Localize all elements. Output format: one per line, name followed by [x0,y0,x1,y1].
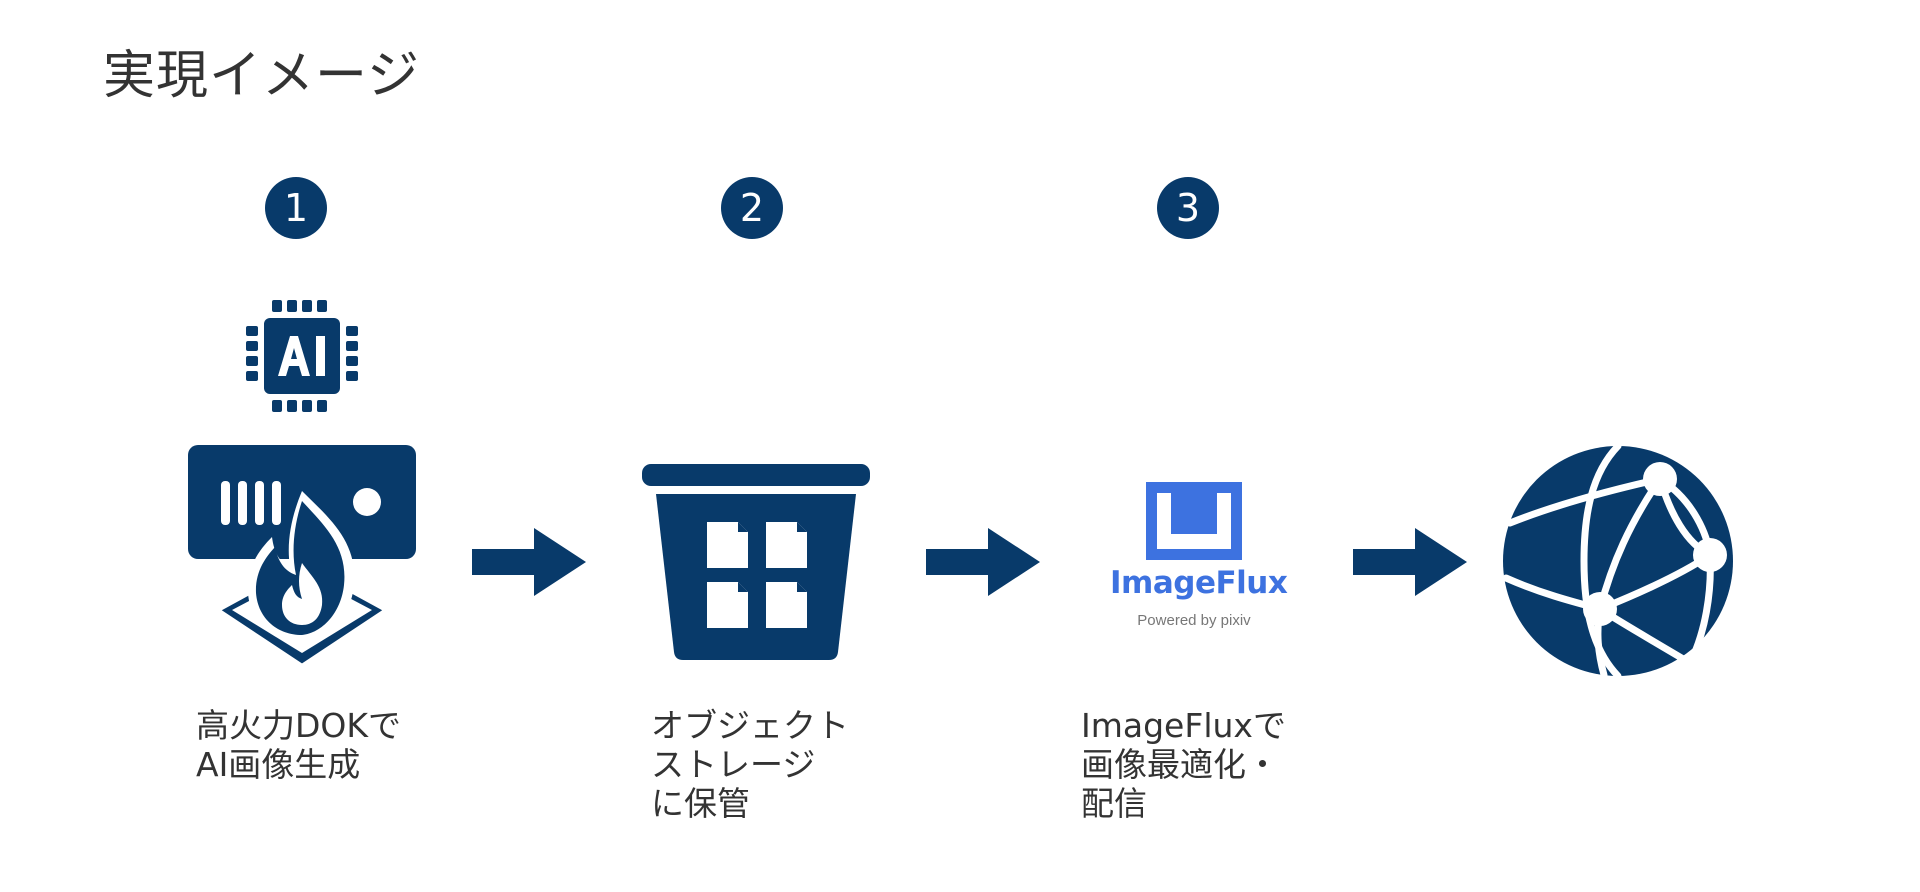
caption-line: AI画像生成 [196,745,361,784]
imageflux-logo [1146,482,1242,560]
step-caption: オブジェクト ストレージ に保管 [651,706,849,823]
caption-line: 画像最適化・ [1081,745,1279,784]
imageflux-logo-tagline: Powered by pixiv [1137,612,1251,629]
right-arrow-icon [926,528,1040,596]
caption-line: 配信 [1081,784,1147,823]
step-number-badge: 2 [721,177,783,239]
caption-line: 高火力DOKで [196,706,402,745]
caption-line: ストレージ [651,745,816,784]
server-fire-icon [188,445,416,670]
object-storage-bucket-icon [642,464,870,660]
caption-line: オブジェクト [651,706,849,745]
step-number-badge: 1 [265,177,327,239]
step-caption: 高火力DOKで AI画像生成 [196,706,401,784]
step-number-badge: 3 [1157,177,1219,239]
page-title: 実現イメージ [103,46,420,106]
right-arrow-icon [472,528,586,596]
step-caption: ImageFluxで 画像最適化・ 配信 [1081,706,1286,823]
imageflux-logo-name: ImageFlux [1110,565,1288,601]
caption-line: に保管 [651,784,750,823]
globe-network-icon [1502,443,1733,679]
caption-line: ImageFluxで [1081,706,1286,745]
right-arrow-icon [1353,528,1467,596]
ai-chip-icon [246,300,358,412]
